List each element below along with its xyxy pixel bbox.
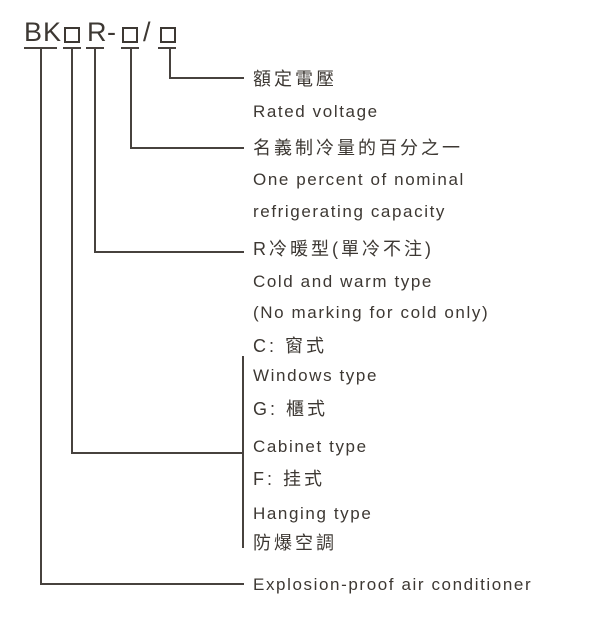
code-part-dash: - <box>107 17 117 47</box>
leader-vertical-box2 <box>130 47 132 149</box>
label-cabinet-type-en: Cabinet type <box>253 437 368 456</box>
type-group-bracket <box>242 356 244 548</box>
label-capacity-zh: 名義制冷量的百分之一 <box>253 138 463 158</box>
label-hanging-type-zh: F: 挂式 <box>253 469 325 489</box>
label-explosion-proof-en: Explosion-proof air conditioner <box>253 575 533 594</box>
leader-horizontal-capacity <box>130 147 244 149</box>
placeholder-box-icon <box>160 27 176 43</box>
label-cold-warm-en-1: Cold and warm type <box>253 272 433 291</box>
code-part-slash: / <box>143 17 152 47</box>
leader-horizontal-explosion-proof <box>40 583 244 585</box>
label-cold-warm-zh: R冷暖型(單冷不注) <box>253 239 434 259</box>
label-cold-warm-en-2: (No marking for cold only) <box>253 303 490 322</box>
code-part-r: R <box>87 17 108 47</box>
placeholder-box-icon <box>122 27 138 43</box>
label-rated-voltage-en: Rated voltage <box>253 102 379 121</box>
tick-under-box3 <box>158 47 176 49</box>
leader-vertical-box1 <box>71 47 73 454</box>
label-rated-voltage-zh: 額定電壓 <box>253 69 337 89</box>
label-explosion-proof-zh: 防爆空調 <box>253 533 337 553</box>
leader-horizontal-type-group <box>71 452 244 454</box>
label-cabinet-type-zh: G: 櫃式 <box>253 399 329 419</box>
placeholder-box-icon <box>64 27 80 43</box>
label-window-type-en: Windows type <box>253 366 379 385</box>
leader-vertical-box3 <box>169 47 171 79</box>
code-part-bk: BK <box>24 17 63 47</box>
leader-vertical-r <box>94 47 96 253</box>
label-hanging-type-en: Hanging type <box>253 504 373 523</box>
leader-horizontal-cold-warm <box>94 251 244 253</box>
label-capacity-en-1: One percent of nominal <box>253 170 465 189</box>
label-window-type-zh: C: 窗式 <box>253 336 328 356</box>
leader-horizontal-rated-voltage <box>169 77 244 79</box>
leader-vertical-bk <box>40 47 42 585</box>
label-capacity-en-2: refrigerating capacity <box>253 202 446 221</box>
